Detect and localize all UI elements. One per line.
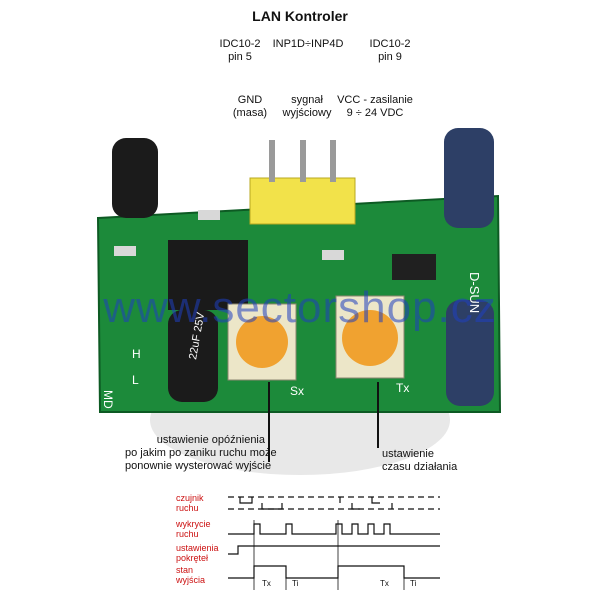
sensor-wave-pulses: [239, 497, 393, 510]
silk-brand: D-SUN: [467, 272, 482, 313]
diagram-title: LAN Kontroler: [252, 8, 348, 24]
smd-resistor: [198, 210, 220, 220]
capacitor-bottom-left: [168, 310, 218, 402]
smd-resistor: [322, 250, 344, 260]
capacitor-top-left: [112, 138, 158, 218]
pot-delay-knob: [236, 316, 288, 368]
detection-wave: [228, 523, 440, 535]
pin-signal-connector: INP1D÷INP4D: [272, 38, 344, 50]
silk-l: L: [132, 373, 139, 387]
silk-md: MD: [101, 390, 115, 409]
knob-wave: [228, 545, 440, 555]
capacitor-bottom-right: [446, 300, 494, 406]
pin-gnd-label: GND(masa): [232, 94, 268, 119]
tx-label-1: Tx: [262, 579, 271, 588]
watermark: www.sectorshop.cz: [103, 283, 497, 332]
smd-resistor: [114, 246, 136, 256]
annotation-delay: ustawienie opóźnienia po jakim po zaniku…: [125, 434, 277, 472]
silk-sx: Sx: [290, 384, 304, 398]
output-wave: [228, 565, 440, 579]
capacitor-top-right: [444, 128, 494, 228]
ti-label-1: Ti: [292, 579, 299, 588]
ti-label-2: Ti: [410, 579, 417, 588]
pin-header: [249, 177, 356, 225]
silk-tx: Tx: [396, 381, 409, 395]
tx-label-2: Tx: [380, 579, 389, 588]
silk-h: H: [132, 347, 141, 361]
annotation-time: ustawienie czasu działania: [382, 448, 458, 473]
ic-chip: [168, 240, 248, 310]
transistor: [392, 254, 436, 280]
pot-time-knob: [342, 310, 398, 366]
